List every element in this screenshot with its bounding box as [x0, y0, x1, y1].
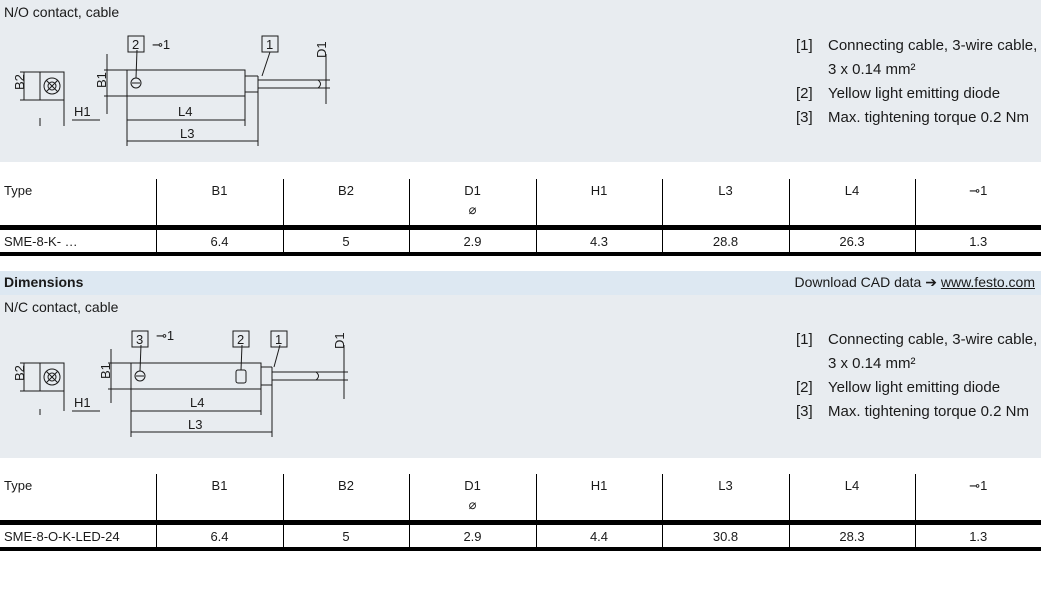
table-row: SME-8-O-K-LED-24 6.4 5 2.9 4.4 30.8 28.3… — [0, 522, 1041, 551]
header-torque: ⊸1 — [914, 179, 1041, 230]
section-no-contact-panel: N/O contact, cable — [0, 0, 1041, 162]
h1-label: H1 — [74, 395, 91, 410]
callout-2: 2 — [132, 37, 139, 52]
technical-drawing-nc-contact: 3 ⊸1 2 1 B2 B1 H1 L4 L3 D1 — [12, 328, 348, 437]
callout-1: 1 — [275, 332, 282, 347]
table-row: SME-8-K- … 6.4 5 2.9 4.3 28.8 26.3 1.3 — [0, 227, 1041, 256]
header-h1: H1 — [535, 474, 662, 525]
notes-list: [1]Connecting cable, 3-wire cable, 3 x 0… — [796, 328, 1038, 424]
torque-symbol-label: ⊸1 — [156, 328, 174, 343]
l3-label: L3 — [188, 417, 202, 432]
note-item: [3]Max. tightening torque 0.2 Nm — [796, 403, 1029, 420]
l4-label: L4 — [178, 104, 192, 119]
note-item: [1]Connecting cable, 3-wire cable, 3 x 0… — [796, 37, 1038, 78]
header-l3: L3 — [661, 474, 789, 525]
note-item: [2]Yellow light emitting diode — [796, 85, 1001, 102]
callout-3: 3 — [136, 332, 143, 347]
b1-label: B1 — [98, 363, 113, 379]
torque-icon: ⊸ — [969, 478, 981, 493]
callout-2: 2 — [237, 332, 244, 347]
header-h1: H1 — [535, 179, 662, 230]
h1-label: H1 — [74, 104, 91, 119]
b2-label: B2 — [12, 365, 27, 381]
d1-label: D1 — [314, 41, 329, 58]
note-item: [3]Max. tightening torque 0.2 Nm — [796, 109, 1029, 126]
dimensions-table-no-contact: Type B1 B2 D1⌀ H1 L3 L4 ⊸1 SME-8-K- … 6.… — [0, 179, 1041, 256]
section-title: N/O contact, cable — [4, 4, 120, 20]
header-d1: D1⌀ — [408, 179, 536, 230]
header-l4: L4 — [788, 474, 915, 525]
header-b2: B2 — [282, 179, 409, 230]
festo-link[interactable]: www.festo.com — [940, 274, 1035, 290]
section-title: N/C contact, cable — [4, 299, 119, 315]
table-header-row: Type B1 B2 D1⌀ H1 L3 L4 ⊸1 — [0, 474, 1041, 525]
header-l4: L4 — [788, 179, 915, 230]
header-torque: ⊸1 — [914, 474, 1041, 525]
header-l3: L3 — [661, 179, 789, 230]
header-type: Type — [0, 179, 156, 230]
d1-label: D1 — [332, 332, 347, 349]
notes-list: [1]Connecting cable, 3-wire cable, 3 x 0… — [796, 34, 1038, 130]
l3-label: L3 — [180, 126, 194, 141]
technical-drawing-no-contact: 2 ⊸1 1 B2 B1 H1 L4 L3 D1 — [12, 35, 330, 146]
dimensions-header: Dimensions Download CAD data ➔ www.festo… — [0, 271, 1041, 295]
download-cad: Download CAD data ➔ www.festo.com — [794, 274, 1036, 290]
header-b2: B2 — [282, 474, 409, 525]
torque-symbol-label: ⊸1 — [152, 37, 170, 52]
header-b1: B1 — [155, 179, 283, 230]
header-d1: D1⌀ — [408, 474, 536, 525]
torque-icon: ⊸ — [969, 183, 981, 198]
dimensions-table-nc-contact: Type B1 B2 D1⌀ H1 L3 L4 ⊸1 SME-8-O-K-LED… — [0, 474, 1041, 551]
note-item: [2]Yellow light emitting diode — [796, 379, 1001, 396]
b1-label: B1 — [94, 72, 109, 88]
note-item: [1]Connecting cable, 3-wire cable, 3 x 0… — [796, 331, 1038, 372]
header-b1: B1 — [155, 474, 283, 525]
section-nc-contact-panel: N/C contact, cable — [0, 295, 1041, 458]
dimensions-label: Dimensions — [4, 274, 84, 290]
l4-label: L4 — [190, 395, 204, 410]
b2-label: B2 — [12, 74, 27, 90]
callout-1: 1 — [266, 37, 273, 52]
table-header-row: Type B1 B2 D1⌀ H1 L3 L4 ⊸1 — [0, 179, 1041, 230]
header-type: Type — [0, 474, 156, 525]
